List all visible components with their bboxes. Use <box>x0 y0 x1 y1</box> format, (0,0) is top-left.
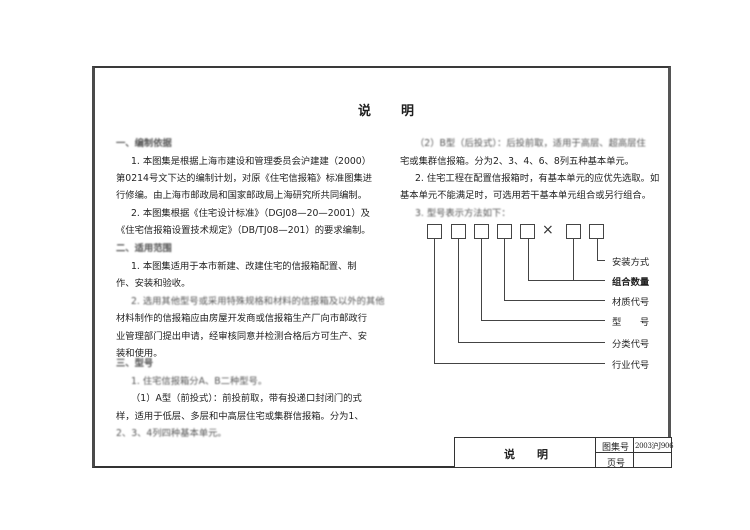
text-line: 2. 选用其他型号或采用特殊规格和材料的信报箱及以外的其他 <box>131 296 385 307</box>
text-line: 2. 本图集根据《住宅设计标准》（DGJ08—20—2001）及 <box>131 208 370 219</box>
text-line: 基本单元不能满足时，可选用若干基本单元组合或另行组合。 <box>400 190 652 201</box>
code-box-combination-b <box>566 224 581 239</box>
text-line: 2、3、4列四种基本单元。 <box>116 428 227 439</box>
code-box-installation <box>589 224 604 239</box>
code-box-industry <box>427 224 442 239</box>
text-line: 《住宅信报箱设置技术规定》（DB/TJ08—201）的要求编制。 <box>116 225 371 236</box>
code-box-material <box>497 224 512 239</box>
connector-line <box>458 342 605 343</box>
connector-line <box>528 280 605 281</box>
connector-line <box>528 239 529 281</box>
text-line: 材料制作的信报箱应由房屋开发商或信报箱生产厂向市邮政行 <box>116 313 368 324</box>
text-line: （2）B型（后投式）：后投前取，适用于高层、超高层住 <box>415 138 646 149</box>
text-line: 业管理部门提出申请，经审核同意并检测合格后方可生产、安 <box>116 331 368 342</box>
drawing-frame <box>92 66 671 468</box>
code-box-type <box>474 224 489 239</box>
multiply-icon: × <box>542 222 554 238</box>
connector-line <box>597 239 598 261</box>
title-block-name: 说 明 <box>504 448 548 461</box>
divider <box>595 452 672 453</box>
section-1-heading: 一、编制依据 <box>116 138 172 149</box>
connector-line <box>434 363 605 364</box>
connector-line <box>597 260 605 261</box>
text-line: 1. 本图集是根据上海市建设和管理委员会沪建建（2000） <box>131 156 372 167</box>
text-line: 3. 型号表示方法如下： <box>415 208 511 219</box>
code-box-category <box>451 224 466 239</box>
page-number-label: 页号 <box>607 459 626 469</box>
text-line: 宅或集群信报箱。分为2、3、4、6、8列五种基本单元。 <box>400 156 635 167</box>
label-combination-quantity: 组合数量 <box>612 277 650 288</box>
text-line: 第0214号文下达的编制计划，对原《住宅信报箱》标准图集进 <box>116 173 373 184</box>
label-material-code: 材质代号 <box>612 297 650 308</box>
label-industry-code: 行业代号 <box>612 360 650 371</box>
page-title-char-1: 说 <box>358 104 372 119</box>
code-box-combination-a <box>520 224 535 239</box>
connector-line <box>504 300 605 301</box>
text-line: 装和使用。 <box>116 348 163 359</box>
text-line: 作、安装和验收。 <box>116 278 191 289</box>
text-line: 1. 本图集适用于本市新建、改建住宅的信报箱配置、制 <box>131 261 357 272</box>
connector-line <box>481 320 605 321</box>
connector-line <box>573 239 574 281</box>
label-installation: 安装方式 <box>612 257 650 268</box>
text-line: 1. 住宅信报箱分A、B二种型号。 <box>131 376 268 387</box>
connector-line <box>458 239 459 343</box>
page-title: 说明 <box>358 100 414 119</box>
connector-line <box>504 239 505 301</box>
text-line: 行修编。由上海市邮政局和国家邮政局上海研究所共同编制。 <box>116 190 368 201</box>
text-line: （1）A型（前投式）：前投前取，带有投递口封闭门的式 <box>131 393 362 404</box>
label-category-code: 分类代号 <box>612 339 650 350</box>
atlas-number-label: 图集号 <box>602 443 630 453</box>
connector-line <box>481 239 482 321</box>
section-3-heading: 三、型号 <box>116 358 154 369</box>
page-title-char-2: 明 <box>401 104 415 119</box>
section-2-heading: 二、适用范围 <box>116 243 172 254</box>
text-line: 2. 住宅工程在配置信报箱时，有基本单元的应优先选取。如 <box>415 173 660 184</box>
label-type: 型 号 <box>612 317 650 328</box>
text-line: 样，适用于低层、多层和中高层住宅或集群信报箱。分为1、 <box>116 411 364 422</box>
atlas-number-value: 2003沪J906 <box>635 442 674 450</box>
connector-line <box>434 239 435 364</box>
